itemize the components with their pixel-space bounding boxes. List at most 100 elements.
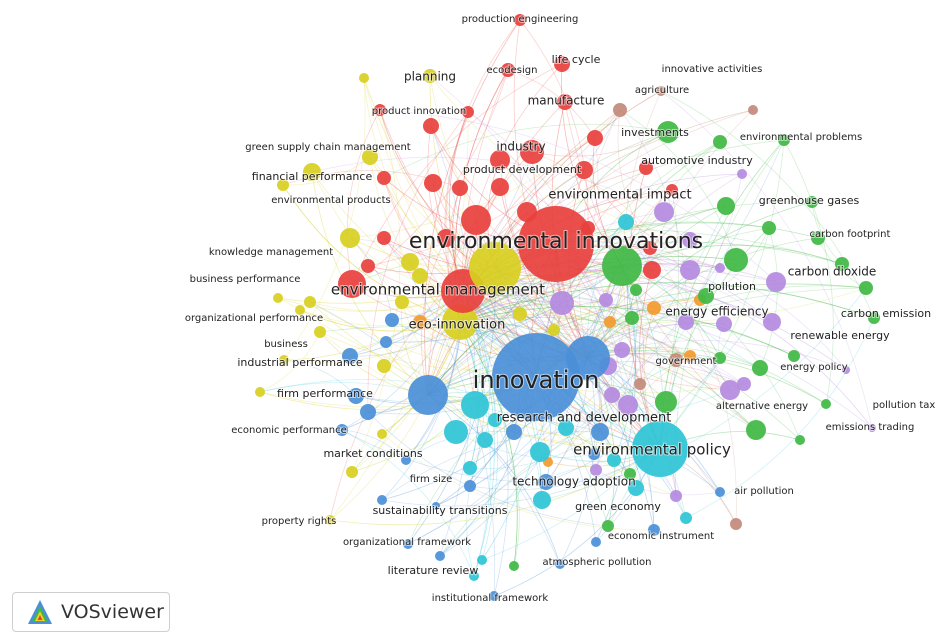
term-label-renewable-energy[interactable]: renewable energy xyxy=(789,328,891,343)
node-132[interactable] xyxy=(377,231,391,245)
node-10[interactable] xyxy=(461,205,491,235)
term-label-business-performance[interactable]: business performance xyxy=(189,273,302,286)
term-label-manufacture[interactable]: manufacture xyxy=(527,93,606,109)
term-label-carbon-dioxide[interactable]: carbon dioxide xyxy=(787,264,878,280)
term-label-innovation[interactable]: innovation xyxy=(472,365,601,395)
node-54[interactable] xyxy=(763,313,781,331)
node-74[interactable] xyxy=(746,420,766,440)
term-label-atmospheric-pollution[interactable]: atmospheric pollution xyxy=(541,556,652,569)
term-label-financial-performance[interactable]: financial performance xyxy=(251,169,374,184)
term-label-innovative-activities[interactable]: innovative activities xyxy=(661,63,764,76)
node-104[interactable] xyxy=(602,520,614,532)
node-19[interactable] xyxy=(423,69,437,83)
term-label-industry[interactable]: industry xyxy=(495,139,546,155)
term-label-market-conditions[interactable]: market conditions xyxy=(322,446,423,461)
node-106[interactable] xyxy=(555,559,565,569)
node-48[interactable] xyxy=(762,221,776,235)
node-1[interactable] xyxy=(492,333,580,421)
node-42[interactable] xyxy=(682,232,698,248)
term-label-pollution-tax[interactable]: pollution tax xyxy=(872,399,937,412)
term-label-environmental-management[interactable]: environmental management xyxy=(330,280,546,300)
term-label-investments[interactable]: investments xyxy=(620,125,690,140)
node-29[interactable] xyxy=(452,180,468,196)
node-96[interactable] xyxy=(607,453,621,467)
node-34[interactable] xyxy=(613,103,627,117)
node-53[interactable] xyxy=(868,312,880,324)
node-91[interactable] xyxy=(538,474,554,490)
node-7[interactable] xyxy=(408,375,448,415)
term-label-energy-efficiency[interactable]: energy efficiency xyxy=(664,304,769,320)
node-67[interactable] xyxy=(669,353,683,367)
node-107[interactable] xyxy=(509,561,519,571)
node-51[interactable] xyxy=(835,257,849,271)
node-87[interactable] xyxy=(477,432,493,448)
node-64[interactable] xyxy=(548,324,560,336)
node-90[interactable] xyxy=(464,480,476,492)
term-label-property-rights[interactable]: property rights xyxy=(261,515,338,528)
node-73[interactable] xyxy=(737,377,751,391)
node-78[interactable] xyxy=(868,424,876,432)
node-41[interactable] xyxy=(654,202,674,222)
term-label-green-economy[interactable]: green economy xyxy=(574,499,662,514)
node-12[interactable] xyxy=(520,140,544,164)
node-28[interactable] xyxy=(424,174,442,192)
node-17[interactable] xyxy=(501,63,515,77)
node-110[interactable] xyxy=(469,571,479,581)
node-33[interactable] xyxy=(587,130,603,146)
node-137[interactable] xyxy=(401,455,411,465)
term-label-product-innovation[interactable]: product innovation xyxy=(371,105,467,118)
node-8[interactable] xyxy=(442,304,478,340)
node-11[interactable] xyxy=(338,270,366,298)
node-71[interactable] xyxy=(788,350,800,362)
node-22[interactable] xyxy=(374,104,386,116)
node-126[interactable] xyxy=(273,293,283,303)
node-141[interactable] xyxy=(634,378,646,390)
term-label-environmental-innovations[interactable]: environmental innovations xyxy=(408,228,704,255)
node-143[interactable] xyxy=(715,263,725,273)
node-108[interactable] xyxy=(477,555,487,565)
node-69[interactable] xyxy=(714,352,726,364)
node-103[interactable] xyxy=(648,524,660,536)
node-98[interactable] xyxy=(628,480,644,496)
node-124[interactable] xyxy=(314,326,326,338)
term-label-organizational-performance[interactable]: organizational performance xyxy=(184,312,324,325)
node-101[interactable] xyxy=(715,487,725,497)
node-133[interactable] xyxy=(395,295,409,309)
term-label-life-cycle[interactable]: life cycle xyxy=(551,52,602,67)
node-117[interactable] xyxy=(336,424,348,436)
node-60[interactable] xyxy=(604,316,616,328)
term-label-carbon-emission[interactable]: carbon emission xyxy=(840,306,932,321)
node-72[interactable] xyxy=(720,380,740,400)
node-140[interactable] xyxy=(614,342,630,358)
term-label-air-pollution[interactable]: air pollution xyxy=(733,485,795,498)
term-label-product-development[interactable]: product development xyxy=(462,162,583,177)
node-135[interactable] xyxy=(361,259,375,273)
node-97[interactable] xyxy=(624,468,636,480)
term-label-planning[interactable]: planning xyxy=(403,69,457,85)
node-15[interactable] xyxy=(554,56,570,72)
node-68[interactable] xyxy=(684,350,696,362)
node-134[interactable] xyxy=(412,268,428,284)
node-39[interactable] xyxy=(778,134,790,146)
term-label-environmental-problems[interactable]: environmental problems xyxy=(739,131,863,144)
term-label-organizational-framework[interactable]: organizational framework xyxy=(342,536,472,549)
term-label-sustainability-transitions[interactable]: sustainability transitions xyxy=(372,503,509,518)
node-62[interactable] xyxy=(550,291,574,315)
node-30[interactable] xyxy=(491,178,509,196)
node-77[interactable] xyxy=(821,399,831,409)
node-94[interactable] xyxy=(588,448,600,460)
node-82[interactable] xyxy=(591,423,609,441)
node-43[interactable] xyxy=(717,197,735,215)
node-66[interactable] xyxy=(643,261,661,279)
node-37[interactable] xyxy=(713,135,727,149)
term-label-green-supply-chain-management[interactable]: green supply chain management xyxy=(244,141,412,154)
node-32[interactable] xyxy=(575,161,593,179)
node-26[interactable] xyxy=(277,179,289,191)
node-13[interactable] xyxy=(490,150,510,170)
node-24[interactable] xyxy=(340,228,360,248)
node-40[interactable] xyxy=(737,169,747,179)
node-111[interactable] xyxy=(489,591,499,601)
node-80[interactable] xyxy=(618,395,638,415)
node-113[interactable] xyxy=(377,495,387,505)
term-label-carbon-footprint[interactable]: carbon footprint xyxy=(809,228,892,241)
